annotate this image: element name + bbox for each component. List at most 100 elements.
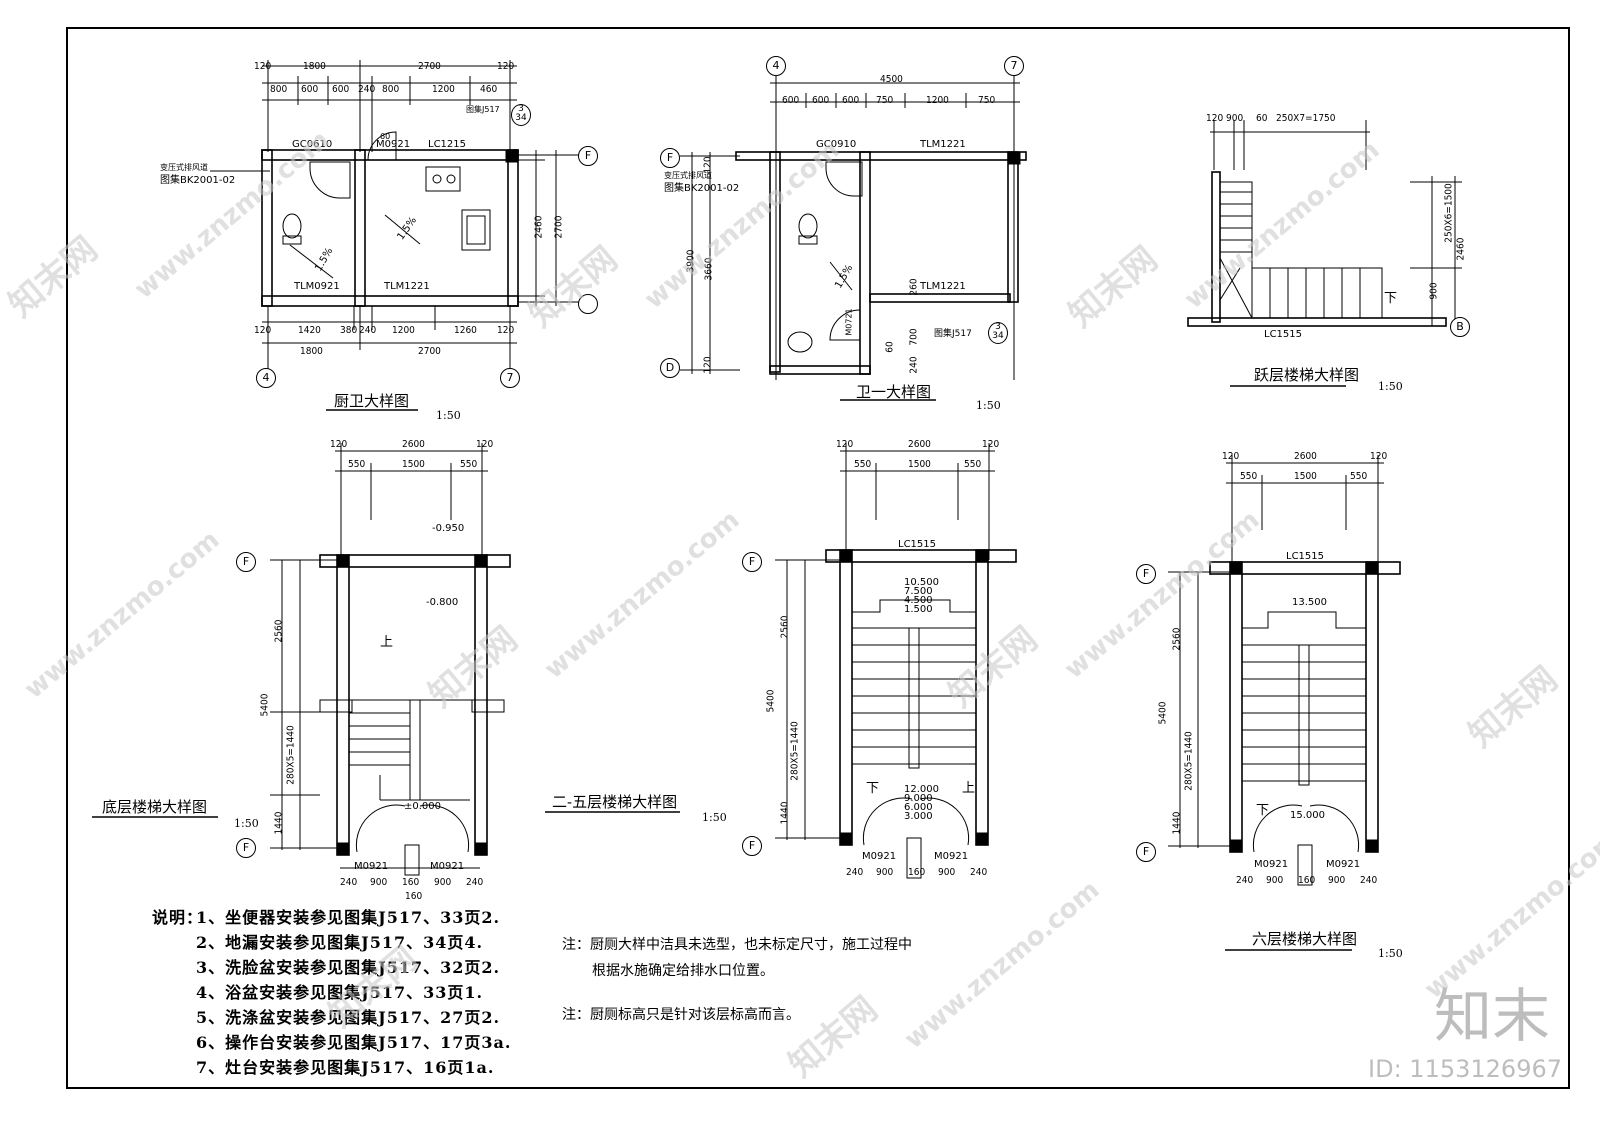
dim: 120 [1206, 113, 1224, 124]
elevation: 4.500 [904, 595, 933, 606]
image-id: ID: 1153126967 [1368, 1055, 1562, 1083]
dim: 550 [964, 459, 982, 470]
dim: 120 [497, 325, 515, 336]
legend-item: 7、灶台安装参见图集J517、16页1a. [196, 1058, 495, 1077]
door-label: TLM1221 [920, 139, 966, 150]
dim: 600 [332, 84, 350, 95]
elevation: -0.800 [426, 597, 459, 608]
drawing-scale: 1:50 [1378, 947, 1403, 960]
axis-bubble: F [1136, 842, 1156, 862]
ground-stair [270, 443, 511, 876]
axis-bubble: F [236, 838, 256, 858]
dim: 1500 [402, 459, 425, 470]
drawing-scale: 1:50 [976, 399, 1001, 412]
callout-num: 3 [518, 104, 524, 114]
dim: 750 [978, 95, 996, 106]
dim: 2460 [533, 215, 545, 239]
dim: 2600 [402, 439, 425, 450]
axis-bubble: 4 [256, 368, 276, 388]
dim: 120 [476, 439, 494, 450]
callout-num: 3 [995, 322, 1001, 332]
dim: 1440 [779, 801, 791, 825]
legend-item: 6、操作台安装参见图集J517、17页3a. [196, 1033, 512, 1052]
dim: 1200 [926, 95, 949, 106]
drawing-title: 卫一大样图 [856, 383, 932, 401]
note: 根据水施确定给排水口位置。 [592, 963, 774, 979]
dim: 1800 [300, 346, 323, 357]
vent-label: 变压式排风道 [160, 163, 208, 172]
dim: 240 [1360, 875, 1378, 886]
window-label: GC0610 [292, 139, 333, 150]
dim: 120 [330, 439, 348, 450]
dim: 160 [1298, 875, 1316, 886]
vent-ref: 图集BK2001-02 [160, 175, 236, 186]
dim: 1440 [1171, 811, 1183, 835]
dim: 240 [359, 325, 377, 336]
dim: 60 [380, 132, 391, 141]
dim: 1200 [392, 325, 415, 336]
dim: 800 [382, 84, 400, 95]
dim: 120 [702, 356, 714, 374]
dim: 5400 [259, 693, 271, 717]
dim: 900 [370, 877, 388, 888]
dim: 460 [480, 84, 498, 95]
door-label: TLM1221 [920, 281, 966, 292]
dim: 900 [938, 867, 956, 878]
dim: 120 [982, 439, 1000, 450]
dim: 1260 [454, 325, 477, 336]
dim: 5400 [765, 689, 777, 713]
ref-text: 图集J517 [934, 329, 972, 339]
door-label: M0921 [430, 861, 465, 872]
elevation: 6.000 [904, 802, 933, 813]
dim: 1500 [1294, 471, 1317, 482]
dim: 4500 [880, 74, 903, 85]
dim: 280X5=1440 [789, 721, 801, 781]
dim: 700 [908, 328, 920, 346]
drawing-frame [66, 27, 1570, 1089]
dim: 240 [908, 356, 920, 374]
dim: 900 [876, 867, 894, 878]
dim: 160 [908, 867, 926, 878]
dim: 250X7=1750 [1276, 113, 1336, 124]
callout-page: 34 [515, 113, 527, 123]
window-label: LC1515 [1264, 329, 1303, 340]
dim: 1200 [432, 84, 455, 95]
dim: 240 [358, 84, 376, 95]
elevation: 10.500 [904, 577, 939, 588]
dim: 280X5=1440 [1183, 731, 1195, 791]
dim: 2600 [1294, 451, 1317, 462]
dim: 160 [405, 891, 423, 902]
drawing-title: 底层楼梯大样图 [102, 798, 208, 816]
dim: 260 [908, 278, 920, 296]
down-arrow-label: 下 [866, 781, 880, 796]
door-label: M0921 [376, 139, 411, 150]
dim: 120 [702, 156, 714, 174]
legend-item: 3、洗脸盆安装参见图集J517、32页2. [196, 958, 501, 977]
dim: 750 [876, 95, 894, 106]
dim: 240 [970, 867, 988, 878]
door-label: TLM0921 [294, 281, 340, 292]
elevation: 13.500 [1292, 597, 1327, 608]
dim: 240 [340, 877, 358, 888]
axis-bubble: 7 [1004, 56, 1024, 76]
ref-text: 图集J517 [466, 105, 500, 114]
dim: 800 [270, 84, 288, 95]
drawing-title: 厨卫大样图 [334, 392, 410, 410]
dim: 120 [254, 325, 272, 336]
dim: 1500 [908, 459, 931, 470]
duplex-stair [1187, 120, 1462, 327]
drawing-scale: 1:50 [1378, 380, 1403, 393]
dim: 2460 [1455, 237, 1467, 261]
dim: 900 [1328, 875, 1346, 886]
dim: 120 [1222, 451, 1240, 462]
legend-item: 5、洗涤盆安装参见图集J517、27页2. [196, 1008, 501, 1027]
axis-bubble: F [742, 552, 762, 572]
axis-bubble: F [1136, 564, 1156, 584]
dim: 240 [846, 867, 864, 878]
dim: 600 [301, 84, 319, 95]
axis-bubble [578, 294, 598, 314]
dim: 60 [884, 341, 896, 353]
kitchen-bath-plan [210, 60, 580, 370]
